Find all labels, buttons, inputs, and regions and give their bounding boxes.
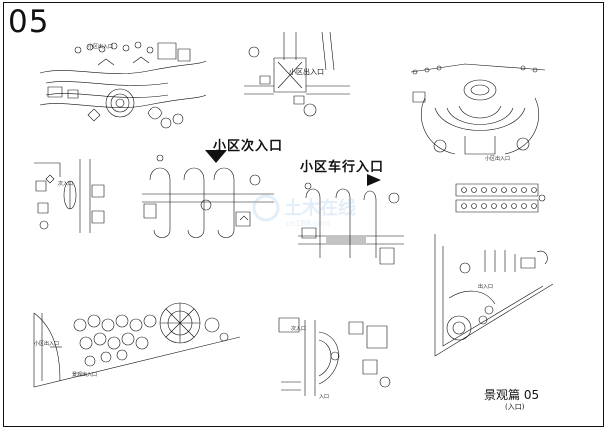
plan-label-top-right: 小区出入口 (485, 156, 511, 162)
watermark-logo: 土木在线 co188.com (252, 194, 356, 228)
sheet-subtitle: (入口) (505, 403, 525, 411)
plan-label-bottom-left-2: 景观出入口 (72, 372, 98, 378)
plan-label-bottom-center-2: 入口 (319, 394, 330, 400)
plan-side-entrance-small (30, 155, 110, 240)
plan-exit-gate (240, 30, 360, 120)
plan-semicircle-plaza (405, 58, 555, 168)
plan-main-entrance-boulevard (38, 35, 208, 135)
caption-secondary-entrance: 小区次入口 (213, 139, 284, 154)
watermark: 土木在线 co188.com (250, 190, 420, 234)
plan-vehicle-entrance (296, 178, 406, 270)
plan-label-top-left: 小区出入口 (88, 44, 114, 50)
plan-bottom-center (275, 312, 400, 400)
plan-planting-strip (30, 295, 245, 390)
watermark-text: 土木在线 (284, 197, 356, 219)
plan-label-bottom-left-1: 小区出入口 (34, 341, 60, 347)
plan-label-right-lower: 出入口 (478, 284, 494, 290)
sheet-border (3, 2, 604, 427)
sheet-title: 景观篇 05 (484, 388, 540, 402)
plan-label-left-middle: 次入口 (58, 181, 74, 187)
plan-secondary-entrance (140, 150, 275, 245)
arrow-vehicle-entrance (367, 174, 381, 186)
sheet-number: 05 (8, 4, 50, 40)
plan-label-bottom-center-1: 次入口 (291, 326, 307, 332)
plan-linear-plaza (452, 178, 547, 220)
arrow-secondary-entrance (205, 150, 227, 163)
caption-vehicle-entrance: 小区车行入口 (300, 160, 385, 175)
watermark-subtext: co188.com (286, 219, 330, 228)
caption-exit-entrance: 小区出入口 (289, 68, 324, 76)
plan-triangular-site (425, 228, 565, 363)
